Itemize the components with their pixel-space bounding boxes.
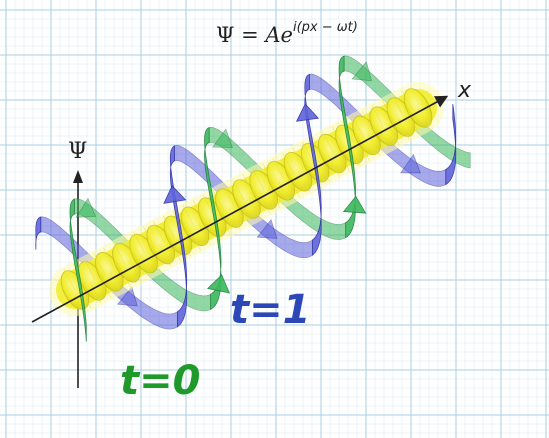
wave-ribbons-back [40,55,471,330]
beam-spike [371,105,384,127]
beam-spike [282,152,295,175]
wave-ribbons-front [35,55,457,342]
wave-t0-arrowhead [342,195,367,214]
psi-axis-label: Ψ [68,139,87,164]
beam-spike [232,178,245,201]
beam-spike [169,239,182,262]
beam-spike [182,205,195,227]
formula-equals: = [234,23,265,47]
wave-t1-segment [169,145,188,328]
wave-t1-segment [304,73,322,257]
beam-spike [252,168,265,190]
beam-spike [228,208,241,230]
beam-spike [83,258,96,280]
wave-t1-arrowhead [117,286,138,307]
beam-spike [142,226,155,248]
wave-t1-segment [445,104,457,186]
beam-spike [268,186,281,209]
beam-spike [361,110,374,132]
svg-text:Ψ = Aei(px − ωt): Ψ = Aei(px − ωt) [216,20,358,47]
beam-spike [302,142,314,164]
beam-spike [63,268,76,291]
beam-spike [192,200,205,222]
beam-spike [132,231,145,254]
beam-spike [159,244,172,267]
beam-spike [99,276,112,299]
beam-spike [351,115,364,138]
beam-spike [258,192,271,214]
beam-spike [222,184,235,206]
beam-spike [152,221,165,243]
beam-spike [109,271,122,293]
beam-spike [318,160,331,183]
beam-spike [272,157,285,180]
beam-spike [198,223,211,246]
formula: Ψ = Aei(px − ωt) [216,20,358,47]
wave-t0-segment [338,55,356,239]
wave-t1-arrowhead [295,103,320,122]
wave-t0-segment [69,198,87,342]
beam-spike [188,229,201,251]
wave-t1-arrowhead [256,218,278,239]
wave-t0-arrowhead [206,274,231,294]
beam-spike [218,213,231,235]
wave-t1-arrowhead [163,185,187,204]
wave-t0-arrowhead [75,197,97,218]
beam-spike [89,281,102,304]
beam-spike [248,197,261,220]
beam-spike [292,147,305,169]
wave-t0-arrowhead [351,61,373,82]
beam-spike [129,260,142,283]
beam-spike [391,94,404,117]
wave-t1-segment [35,216,42,250]
x-axis-label: x [457,78,472,103]
beam-spike [238,202,251,225]
formula-exponent: i(px − ωt) [293,20,358,35]
x-axis: x [31,78,472,323]
time-label-t0: t=0 [120,358,200,404]
beam-spike [93,252,106,275]
beam-spike [298,171,311,193]
beam-spike [139,255,152,278]
beam-spike [202,194,215,217]
time-label-t1: t=1 [230,287,310,333]
beam-spike [321,131,334,154]
beam-spike [381,99,394,122]
beam-spike [311,136,324,159]
beam-spike [242,173,255,196]
beam-spike [123,236,136,259]
psi-axis-arrowhead [73,170,83,183]
beam-spike [103,247,116,270]
beam-spike [149,250,162,272]
beam-spike [331,126,344,148]
formula-psi: Ψ [216,23,234,47]
beam-spike [113,242,126,264]
beam-spike [262,163,275,185]
beam-spike [119,266,132,288]
wave-t1-arrowhead [400,153,421,174]
beam-spike [278,181,291,204]
beam-spike [212,189,225,212]
beam-spike [288,176,301,198]
wave-t0-arrowhead [212,128,233,148]
formula-amplitude: Ae [263,23,293,47]
beam-spike [162,215,175,238]
x-axis-line [31,95,449,323]
beam-spike [401,89,414,111]
